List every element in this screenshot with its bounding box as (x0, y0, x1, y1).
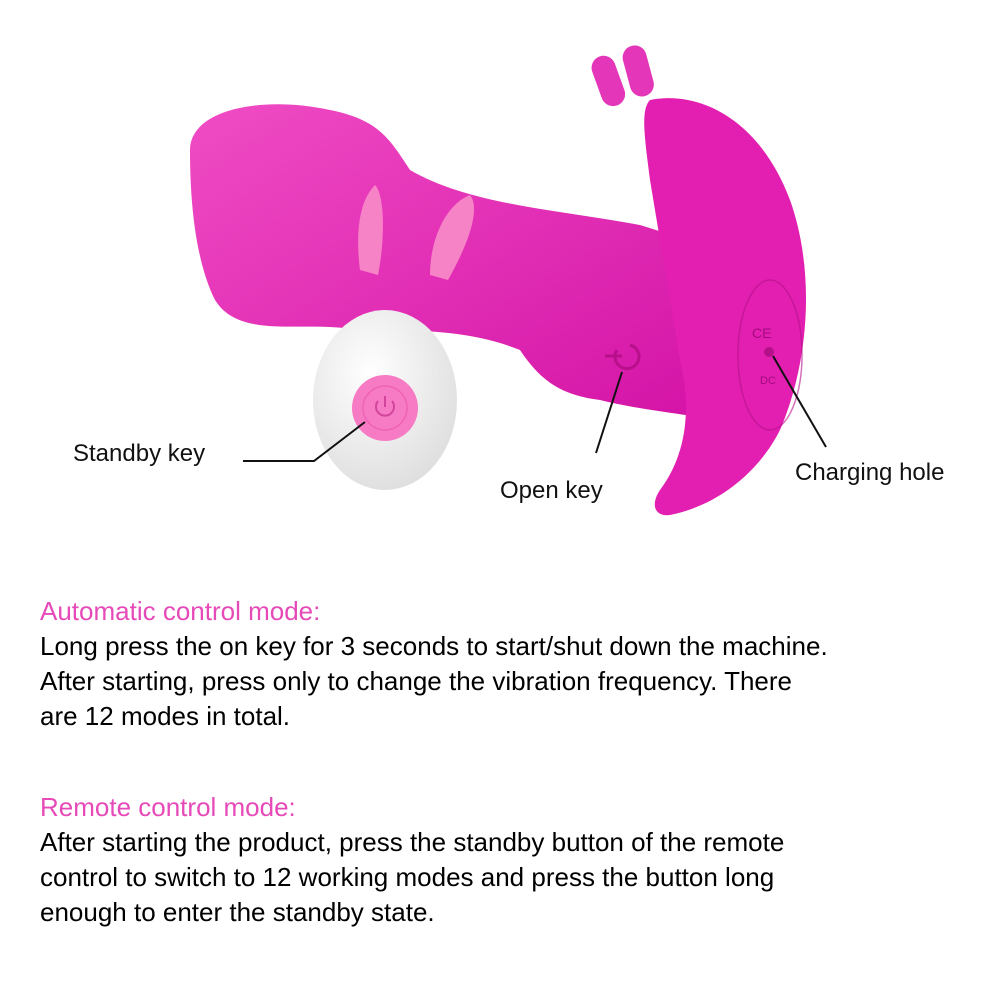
standby-button (352, 375, 418, 441)
remote-control-line-1: After starting the product, press the st… (40, 827, 785, 857)
automatic-control-line-2: After starting, press only to change the… (40, 666, 793, 696)
automatic-control-line-3: are 12 modes in total. (40, 701, 291, 731)
remote-control (313, 185, 475, 490)
automatic-control-line-1: Long press the on key for 3 seconds to s… (40, 631, 828, 661)
remote-control-line-3: enough to enter the standby state. (40, 897, 435, 927)
ce-marking: CE (752, 325, 771, 341)
product-illustration: CE DC (190, 45, 827, 516)
automatic-control-section: Automatic control mode: Long press the o… (40, 593, 980, 734)
open-key-label: Open key (500, 477, 603, 504)
remote-control-title: Remote control mode: (40, 792, 296, 822)
dc-marking: DC (760, 375, 776, 387)
remote-control-section: Remote control mode: After starting the … (40, 789, 980, 930)
open-key-power-icon (605, 343, 641, 371)
automatic-control-title: Automatic control mode: (40, 596, 321, 626)
charging-hole-label: Charging hole (795, 459, 945, 486)
charging-port (764, 347, 774, 357)
device-side-wing: CE DC (591, 45, 807, 516)
remote-control-line-2: control to switch to 12 working modes an… (40, 862, 775, 892)
callout-lines (243, 355, 827, 462)
product-diagram: CE DC Standby key Open key Charging hole (73, 45, 945, 516)
standby-key-label: Standby key (73, 440, 206, 467)
